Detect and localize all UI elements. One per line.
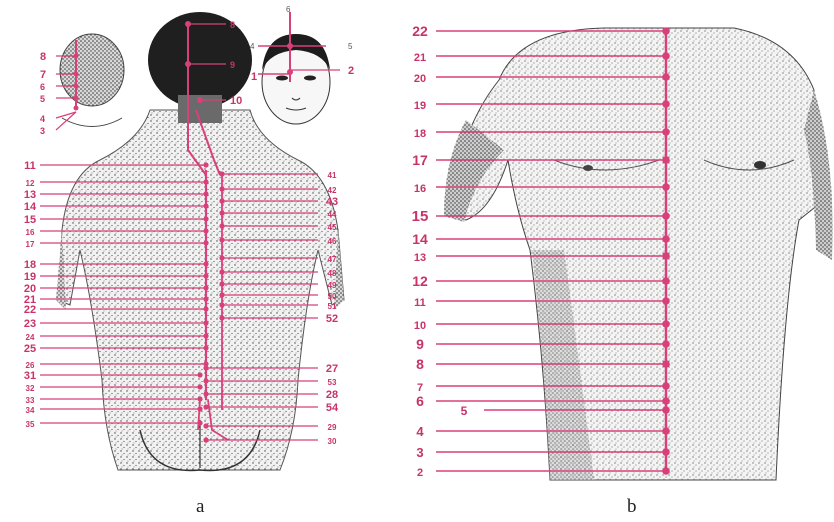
back-right-label-53: 53 xyxy=(328,378,337,387)
back-left-label-12: 12 xyxy=(26,179,35,188)
back-left-label-11: 11 xyxy=(24,160,36,172)
back-right-label-50: 50 xyxy=(328,292,337,301)
face-front-view xyxy=(262,34,330,124)
panel-a-back-view: 8 7 6 5 4 3 6 4 5 1 2 8 xyxy=(0,0,400,490)
face-label-5: 5 xyxy=(348,42,353,51)
front-label-6: 6 xyxy=(416,393,424,409)
face-label-1: 1 xyxy=(251,71,257,83)
back-left-label-26: 26 xyxy=(26,361,35,370)
head-back xyxy=(148,12,252,108)
head-top-view xyxy=(60,34,124,106)
back-left-label-18: 18 xyxy=(24,259,36,271)
front-label-20: 20 xyxy=(414,73,426,85)
front-label-19: 19 xyxy=(414,100,426,112)
back-left-label-23: 23 xyxy=(24,318,36,330)
back-right-label-41: 41 xyxy=(328,171,337,180)
back-right-label-27: 27 xyxy=(326,363,338,375)
back-left-label-34: 34 xyxy=(26,406,35,415)
caption-a: a xyxy=(196,496,204,518)
back-left-label-33: 33 xyxy=(26,396,35,405)
back-right-label-29: 29 xyxy=(328,423,337,432)
back-right-label-51: 51 xyxy=(328,302,337,311)
front-label-5: 5 xyxy=(461,404,468,418)
face-label-4: 4 xyxy=(250,42,255,51)
back-left-label-19: 19 xyxy=(24,271,36,283)
back-right-label-30: 30 xyxy=(328,437,337,446)
back-right-label-44: 44 xyxy=(328,210,337,219)
head-back-label-8: 8 xyxy=(40,51,46,63)
front-label-18: 18 xyxy=(414,128,426,140)
front-label-21: 21 xyxy=(414,52,426,64)
head-back-label-7: 7 xyxy=(40,69,46,81)
front-label-10: 10 xyxy=(414,320,426,332)
front-view-figure: 2221201918171615141312111098765432 xyxy=(404,0,834,490)
back-left-label-13: 13 xyxy=(24,189,36,201)
back-right-label-49: 49 xyxy=(328,281,337,290)
back-left-label-24: 24 xyxy=(26,333,35,342)
back-right-label-28: 28 xyxy=(326,389,338,401)
face-label-2: 2 xyxy=(348,65,354,77)
front-label-15: 15 xyxy=(412,208,429,225)
front-label-12: 12 xyxy=(412,273,428,289)
front-label-2: 2 xyxy=(417,467,423,479)
back-left-label-31: 31 xyxy=(24,370,36,382)
panel-b-front-view: 2221201918171615141312111098765432 xyxy=(404,0,834,490)
face-label-6: 6 xyxy=(286,5,291,14)
back-right-label-52: 52 xyxy=(326,313,338,325)
back-right-label-47: 47 xyxy=(328,255,337,264)
head-top-label-8: 8 xyxy=(230,20,235,30)
front-label-11: 11 xyxy=(414,297,426,309)
back-right-label-43: 43 xyxy=(326,196,338,208)
head-back-label-4: 4 xyxy=(40,114,45,124)
back-left-label-32: 32 xyxy=(26,384,35,393)
front-label-8: 8 xyxy=(416,356,424,372)
head-top-label-9: 9 xyxy=(230,60,235,70)
back-left-label-35: 35 xyxy=(26,420,35,429)
head-top-label-10: 10 xyxy=(230,95,242,107)
back-right-label-45: 45 xyxy=(328,223,337,232)
front-label-13: 13 xyxy=(414,252,426,264)
back-left-label-16: 16 xyxy=(26,228,35,237)
front-label-4: 4 xyxy=(416,424,424,439)
back-view-figure: 8 7 6 5 4 3 6 4 5 1 2 8 xyxy=(0,0,400,490)
head-back-label-6: 6 xyxy=(40,82,45,92)
front-label-14: 14 xyxy=(412,231,428,247)
front-label-3: 3 xyxy=(416,445,423,460)
back-right-label-54: 54 xyxy=(326,402,339,414)
front-label-16: 16 xyxy=(414,183,426,195)
head-back-label-5: 5 xyxy=(40,94,45,104)
caption-b: b xyxy=(627,496,637,518)
front-torso-silhouette xyxy=(448,28,824,480)
front-label-17: 17 xyxy=(412,152,428,168)
front-label-22: 22 xyxy=(412,23,428,39)
front-label-9: 9 xyxy=(416,336,424,352)
back-left-label-15: 15 xyxy=(24,214,36,226)
back-right-label-42: 42 xyxy=(328,186,337,195)
back-left-label-17: 17 xyxy=(26,240,35,249)
torso-silhouette xyxy=(58,110,344,470)
back-right-label-46: 46 xyxy=(328,237,337,246)
back-right-label-48: 48 xyxy=(328,269,337,278)
head-back-label-3: 3 xyxy=(40,126,45,136)
back-left-label-22: 22 xyxy=(24,304,36,316)
back-left-label-25: 25 xyxy=(24,343,36,355)
back-left-label-14: 14 xyxy=(24,201,37,213)
